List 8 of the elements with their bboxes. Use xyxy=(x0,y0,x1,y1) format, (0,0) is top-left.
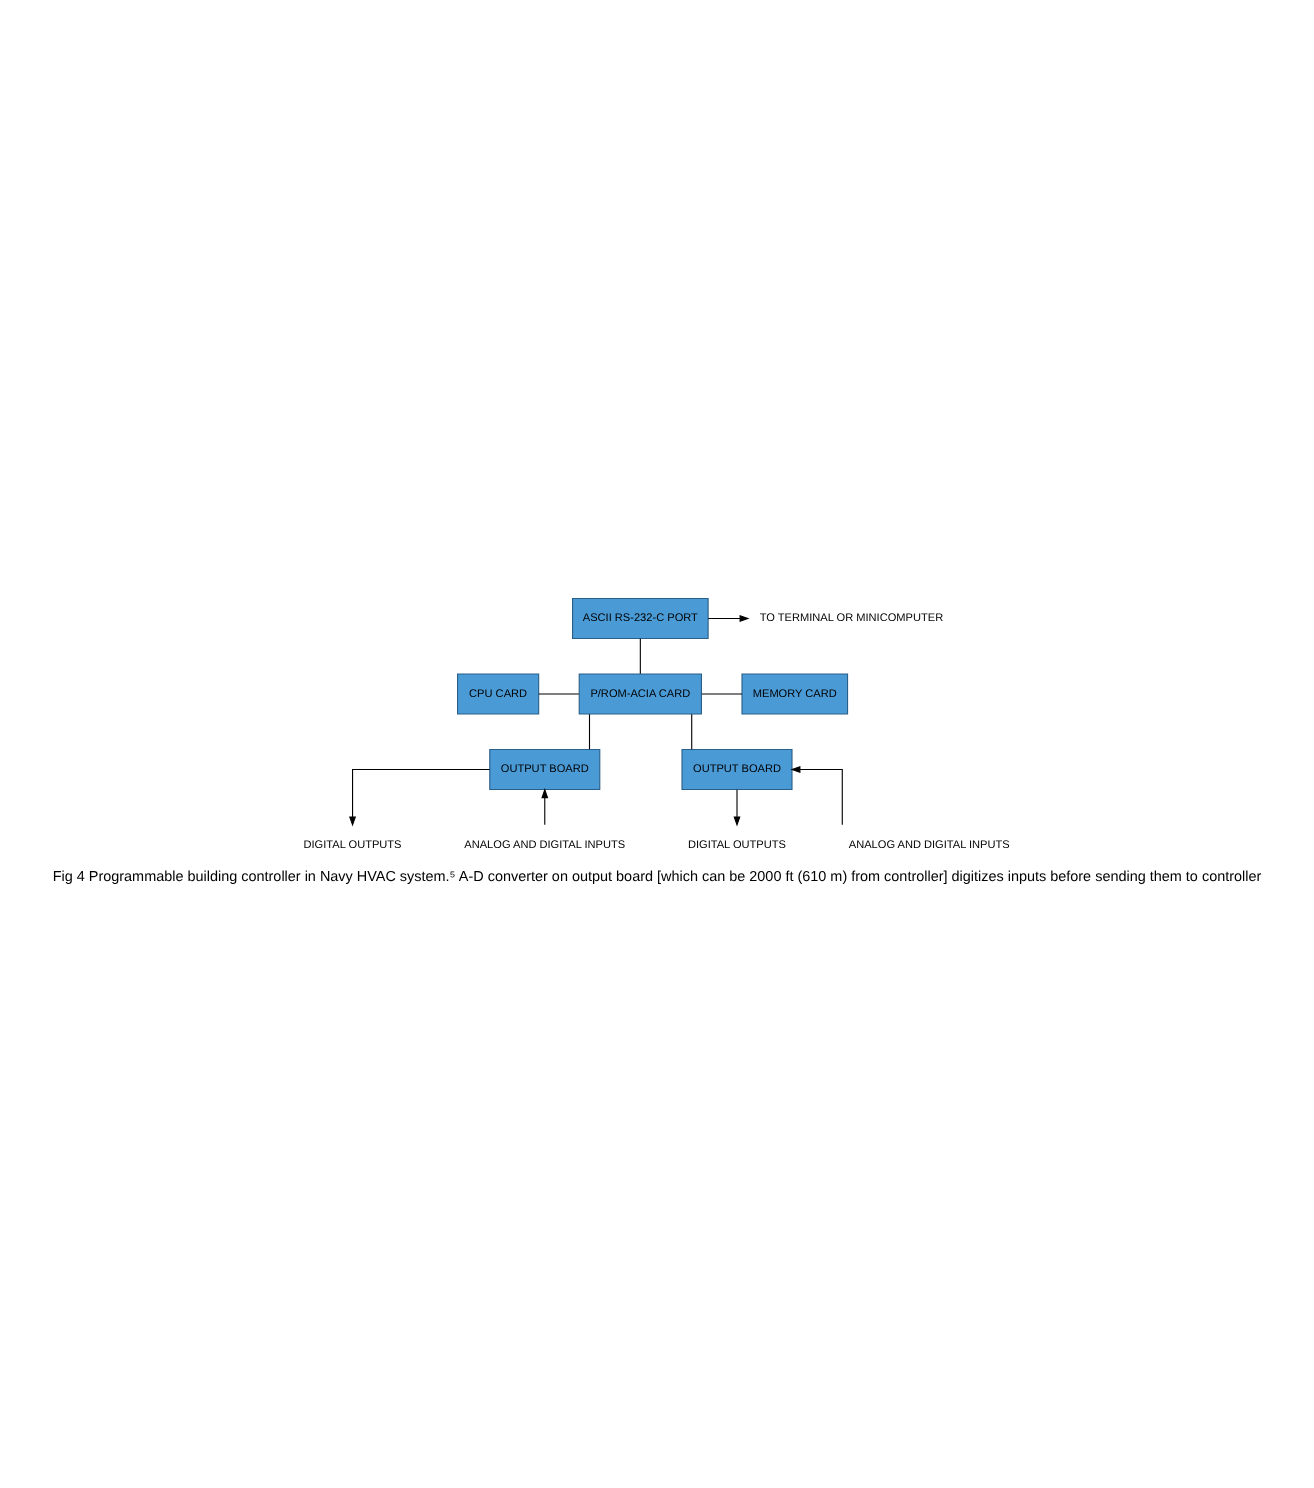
connector xyxy=(691,713,693,750)
arrow xyxy=(707,614,750,622)
connector xyxy=(588,713,591,750)
arrow xyxy=(790,766,843,826)
arrow xyxy=(349,769,491,827)
arrow xyxy=(733,789,741,827)
arrow xyxy=(541,788,549,826)
connector xyxy=(639,638,641,675)
